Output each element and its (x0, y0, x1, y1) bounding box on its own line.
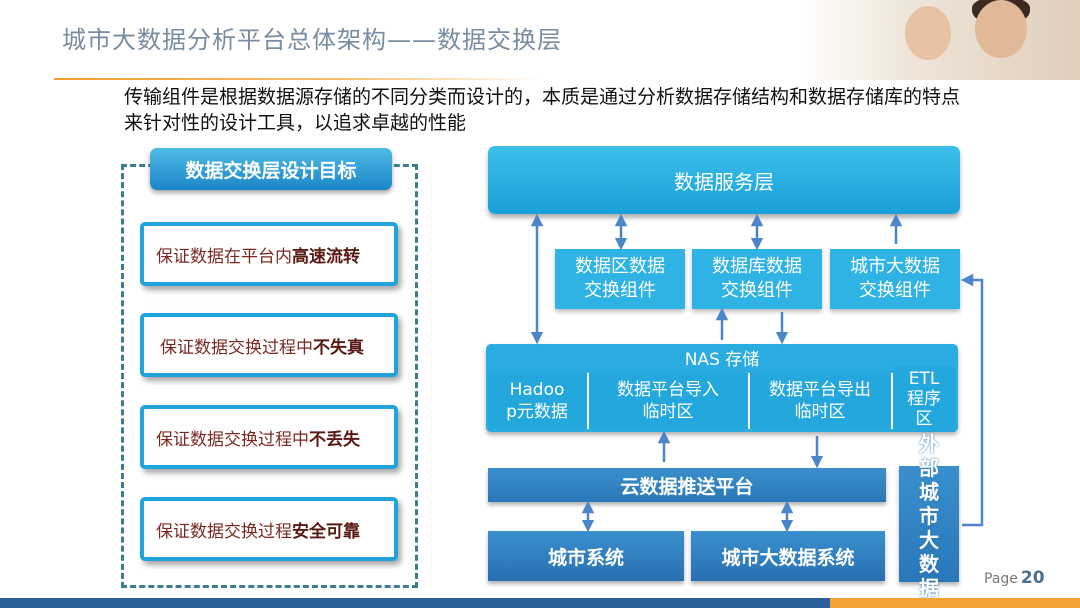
goal-emphasis: 高速流转 (292, 246, 360, 267)
external-city-data (899, 466, 959, 582)
nas-divider (748, 373, 750, 429)
nas-divider (587, 373, 589, 429)
title-underline (54, 78, 544, 80)
goal-text: 保证数据交换过程中 (160, 337, 313, 358)
goal-card: 保证数据在平台内高速流转 (140, 222, 398, 286)
goal-emphasis: 不丢失 (309, 429, 360, 450)
city-big-data-system: 城市大数据系统 (691, 531, 885, 581)
goal-emphasis: 不失真 (313, 337, 364, 358)
goal-card: 保证数据交换过程中不失真 (140, 313, 398, 377)
goals-heading: 数据交换层设计目标 (150, 148, 392, 190)
goal-text: 保证数据交换过程中 (156, 429, 309, 450)
nas-cell-hadoop: Hadoo p元数据 (488, 373, 586, 429)
data-service-layer: 数据服务层 (488, 146, 960, 214)
slide-title: 城市大数据分析平台总体架构——数据交换层 (62, 26, 562, 54)
nas-cell-export-temp: 数据平台导出 临时区 (750, 373, 890, 429)
nas-storage-label: NAS 存储 (684, 349, 760, 370)
exchange-component-data-zone: 数据区数据 交换组件 (555, 249, 685, 309)
exchange-component-city-big-data: 城市大数据 交换组件 (830, 249, 960, 309)
nas-cell-etl: ETL 程序 区 (893, 366, 955, 432)
external-city-data-label: 外部城市大数据 (919, 432, 939, 600)
nas-cell-import-temp: 数据平台导入 临时区 (589, 373, 747, 429)
slide-description: 传输组件是根据数据源存储的不同分类而设计的，本质是通过分析数据存储结构和数据存储… (124, 86, 961, 134)
arrow-external-comp3 (960, 273, 984, 527)
page-number: 20 (1020, 568, 1045, 588)
city-system: 城市系统 (488, 531, 684, 581)
header-photo-person (905, 6, 951, 60)
cloud-push-platform: 云数据推送平台 (488, 468, 886, 502)
footer-accent (830, 598, 1080, 608)
goal-emphasis: 安全可靠 (292, 521, 360, 542)
footer-bar (0, 598, 1080, 608)
header-photo-person (975, 0, 1027, 58)
nas-divider (891, 373, 893, 429)
goal-card: 保证数据交换过程安全可靠 (140, 497, 398, 561)
goal-text: 保证数据交换过程 (156, 521, 292, 542)
page-label: Page (984, 571, 1018, 587)
goal-card: 保证数据交换过程中不丢失 (140, 405, 398, 469)
exchange-component-database: 数据库数据 交换组件 (692, 249, 822, 309)
goal-text: 保证数据在平台内 (156, 246, 292, 267)
